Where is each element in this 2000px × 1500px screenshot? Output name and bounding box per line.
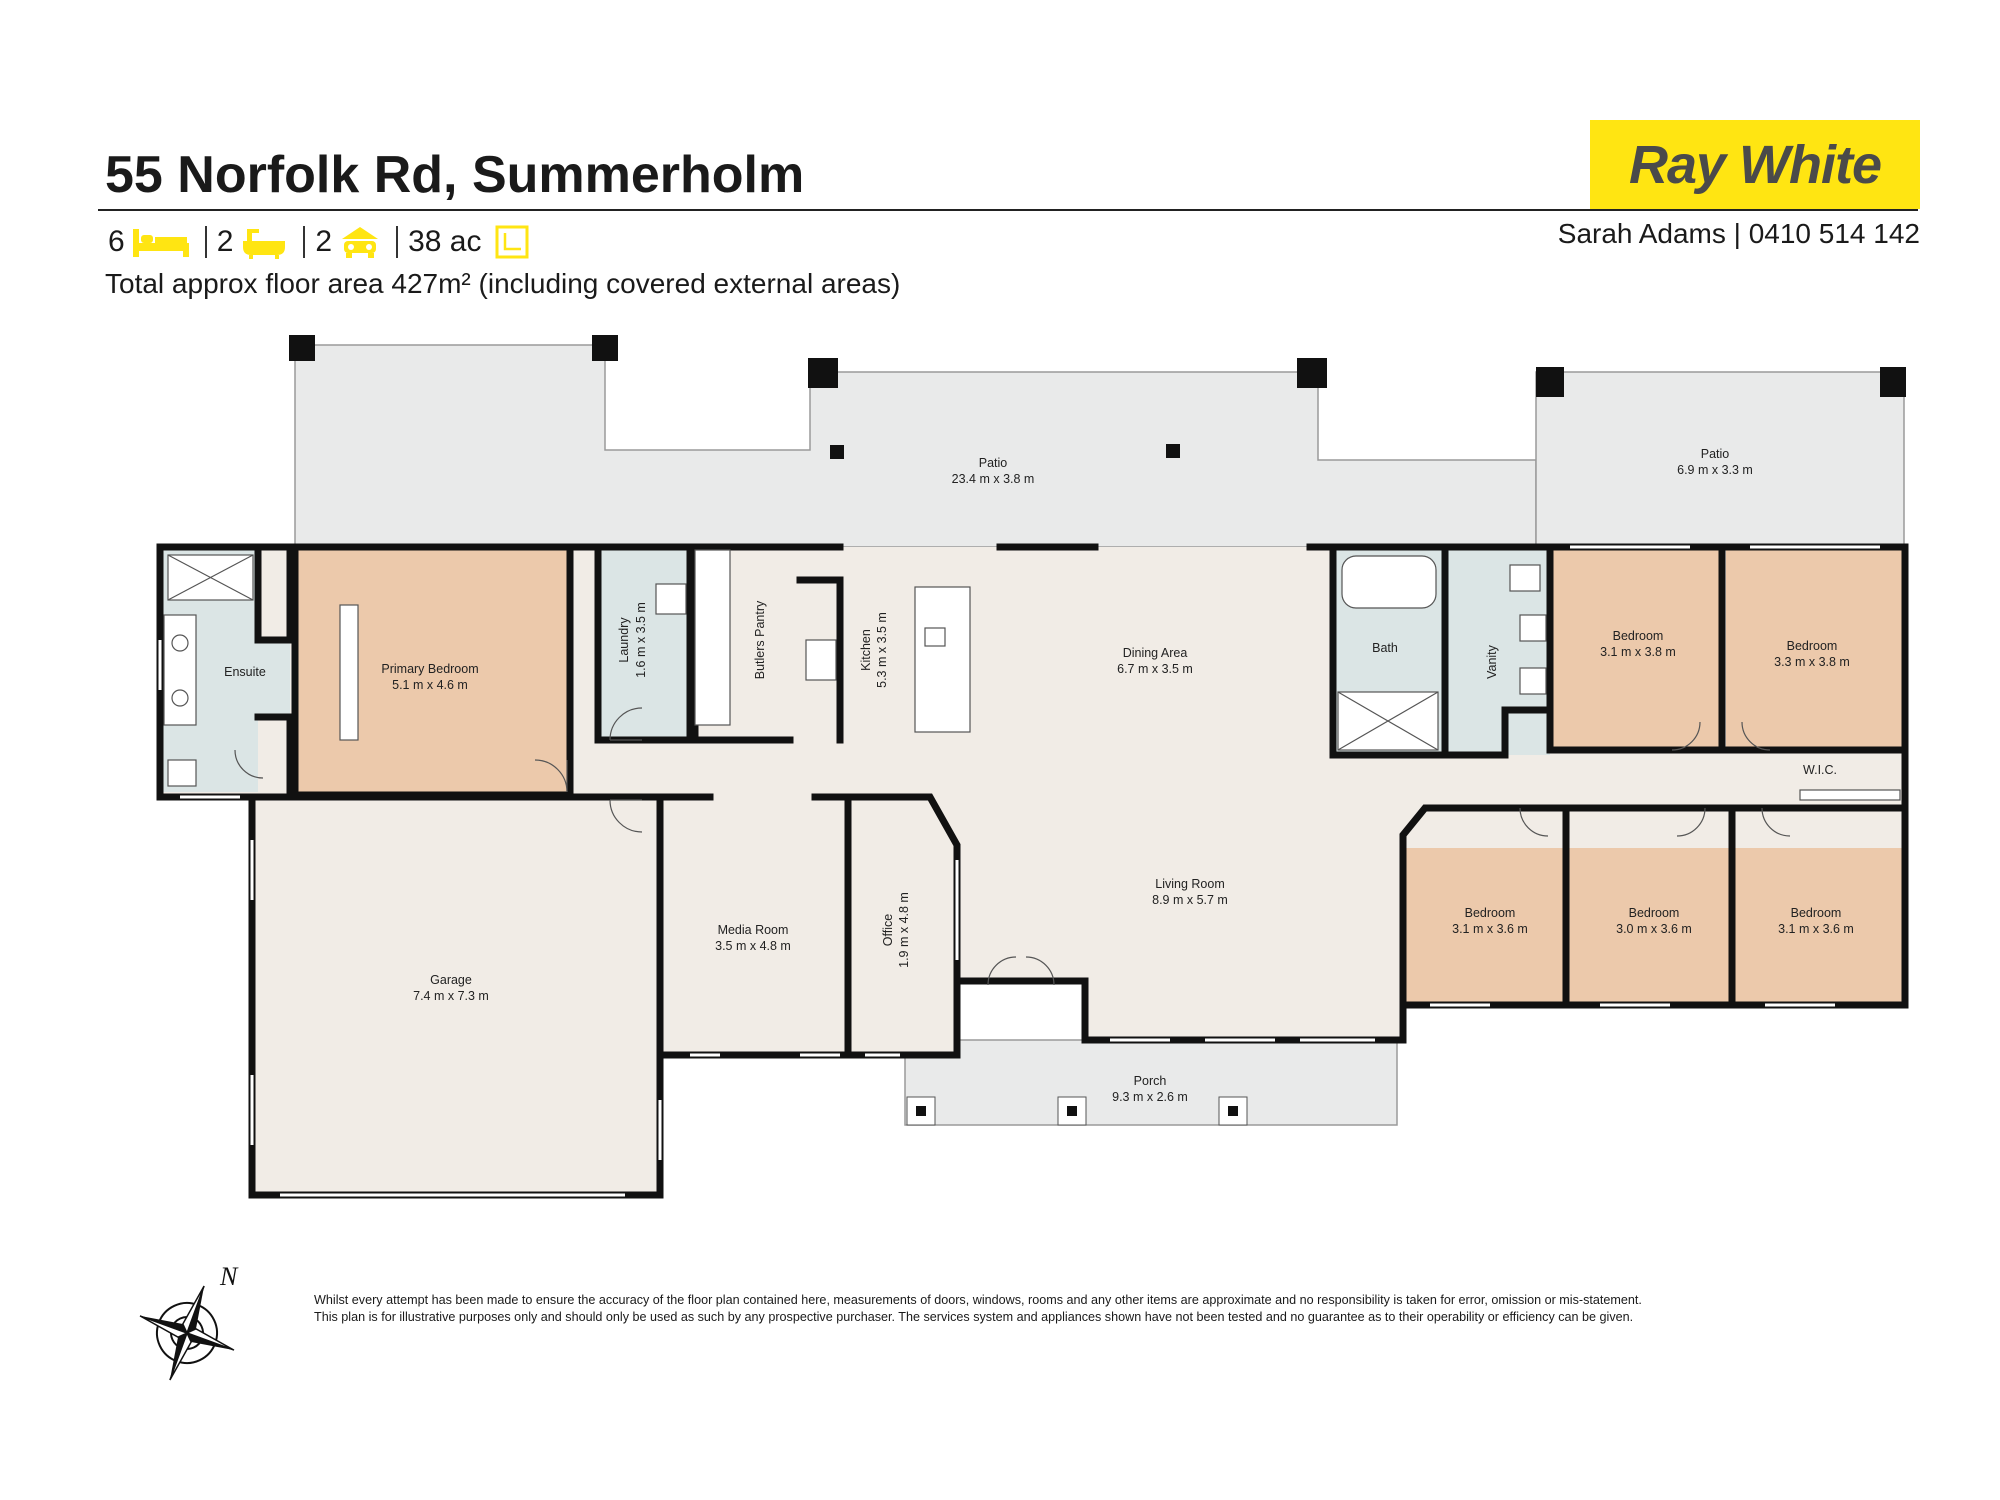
- patio-post: [808, 358, 838, 388]
- porch-post: [1228, 1106, 1238, 1116]
- laundry-name: Laundry: [617, 617, 631, 663]
- patio-main-dims: 23.4 m x 3.8 m: [952, 472, 1035, 486]
- porch-name: Porch: [1134, 1074, 1167, 1088]
- fixtures: [163, 549, 1901, 801]
- patio-post: [830, 445, 844, 459]
- room-labels: Patio 23.4 m x 3.8 m Patio 6.9 m x 3.3 m…: [224, 447, 1854, 1104]
- bedroom-s1-name: Bedroom: [1465, 906, 1516, 920]
- land-size: 38 ac: [408, 225, 482, 258]
- laundry-fill: [600, 550, 690, 737]
- patio-east-name: Patio: [1701, 447, 1730, 461]
- bed-icon: [131, 225, 191, 259]
- wic-shelf: [1799, 789, 1901, 801]
- office-dims: 1.9 m x 4.8 m: [897, 892, 911, 968]
- kitchen-dims: 5.3 m x 3.5 m: [875, 612, 889, 688]
- patio-main-name: Patio: [979, 456, 1008, 470]
- porch-post: [1067, 1106, 1077, 1116]
- vanity-basins: [163, 614, 197, 726]
- bedroom-ne1-fill: [1550, 550, 1720, 750]
- garage-name: Garage: [430, 973, 472, 987]
- bedroom-ne1-name: Bedroom: [1613, 629, 1664, 643]
- porch-dims: 9.3 m x 2.6 m: [1112, 1090, 1188, 1104]
- kitchen-name: Kitchen: [859, 629, 873, 671]
- bedroom-s2-name: Bedroom: [1629, 906, 1680, 920]
- bath-name: Bath: [1372, 641, 1398, 655]
- disclaimer-line-2: This plan is for illustrative purposes o…: [314, 1310, 1634, 1324]
- doors: [234, 707, 1791, 986]
- property-stats: 6 2 2 38 ac: [108, 222, 529, 262]
- ensuite-name: Ensuite: [224, 665, 266, 679]
- bedroom-s3-name: Bedroom: [1791, 906, 1842, 920]
- toilet: [167, 759, 197, 787]
- pantry-bench: [694, 549, 731, 726]
- patio-post: [1880, 367, 1906, 397]
- header-divider: [98, 209, 1918, 211]
- bath-icon: [239, 225, 289, 259]
- bedroom-s3-dims: 3.1 m x 3.6 m: [1778, 922, 1854, 936]
- land-icon: [495, 225, 529, 259]
- bedroom-s1-dims: 3.1 m x 3.6 m: [1452, 922, 1528, 936]
- patio-east-dims: 6.9 m x 3.3 m: [1677, 463, 1753, 477]
- vanity-basin: [1519, 667, 1547, 695]
- bedroom-ne2-name: Bedroom: [1787, 639, 1838, 653]
- compass-north-label: N: [219, 1262, 239, 1291]
- wardrobe: [339, 604, 359, 741]
- living-name: Living Room: [1155, 877, 1224, 891]
- stat-separator: [303, 226, 306, 258]
- primary-bedroom-dims: 5.1 m x 4.6 m: [392, 678, 468, 692]
- stat-separator: [204, 226, 207, 258]
- laundry-dims: 1.6 m x 3.5 m: [634, 602, 648, 678]
- kitchen-cooktop: [805, 639, 837, 681]
- wic-name: W.I.C.: [1803, 763, 1837, 777]
- floor-area-note: Total approx floor area 427m² (including…: [105, 268, 901, 299]
- porch-area: [904, 1039, 1398, 1126]
- living-dims: 8.9 m x 5.7 m: [1152, 893, 1228, 907]
- island-sink: [924, 627, 946, 647]
- bedroom-count: 6: [108, 225, 125, 258]
- bedroom-ne1-dims: 3.1 m x 3.8 m: [1600, 645, 1676, 659]
- disclaimer-line-1: Whilst every attempt has been made to en…: [314, 1293, 1642, 1307]
- car-icon: [338, 225, 382, 259]
- property-address: 55 Norfolk Rd, Summerholm: [105, 146, 805, 204]
- bedroom-ne2-dims: 3.3 m x 3.8 m: [1774, 655, 1850, 669]
- patio-post: [1536, 367, 1564, 397]
- bedroom-s2-dims: 3.0 m x 3.6 m: [1616, 922, 1692, 936]
- kitchen-island: [914, 586, 971, 733]
- vanity-basin: [1519, 614, 1547, 642]
- bedroom-s1-fill: [1403, 848, 1563, 1002]
- porch-post: [916, 1106, 926, 1116]
- patio-post: [592, 335, 618, 361]
- vanity-name: Vanity: [1485, 644, 1499, 679]
- compass-icon: N: [139, 1262, 239, 1381]
- dining-dims: 6.7 m x 3.5 m: [1117, 662, 1193, 676]
- windows: [158, 545, 1880, 1197]
- laundry-tub: [655, 583, 687, 615]
- bathroom-count: 2: [216, 225, 234, 258]
- patio-east-area: [1535, 371, 1905, 548]
- bedroom-ne2-fill: [1726, 550, 1902, 750]
- patio-post: [1297, 358, 1327, 388]
- toilet-2: [1509, 564, 1541, 592]
- media-dims: 3.5 m x 4.8 m: [715, 939, 791, 953]
- bedroom-s3-fill: [1735, 848, 1902, 1002]
- garage-dims: 7.4 m x 7.3 m: [413, 989, 489, 1003]
- stat-separator: [396, 226, 399, 258]
- brand-logo: Ray White: [1590, 120, 1920, 209]
- bathtub: [1341, 555, 1437, 609]
- butlers-pantry-name: Butlers Pantry: [753, 600, 767, 679]
- media-name: Media Room: [718, 923, 789, 937]
- patio-post: [289, 335, 315, 361]
- car-count: 2: [315, 225, 333, 258]
- patio-main-area: [294, 344, 1537, 548]
- agent-contact: Sarah Adams | 0410 514 142: [1557, 218, 1920, 249]
- bedroom-s2-fill: [1569, 848, 1729, 1002]
- office-name: Office: [881, 914, 895, 946]
- patio-post: [1166, 444, 1180, 458]
- disclaimer: Whilst every attempt has been made to en…: [314, 1292, 1874, 1326]
- logo-text: Ray White: [1628, 134, 1882, 195]
- dining-name: Dining Area: [1123, 646, 1188, 660]
- primary-bedroom-name: Primary Bedroom: [381, 662, 478, 676]
